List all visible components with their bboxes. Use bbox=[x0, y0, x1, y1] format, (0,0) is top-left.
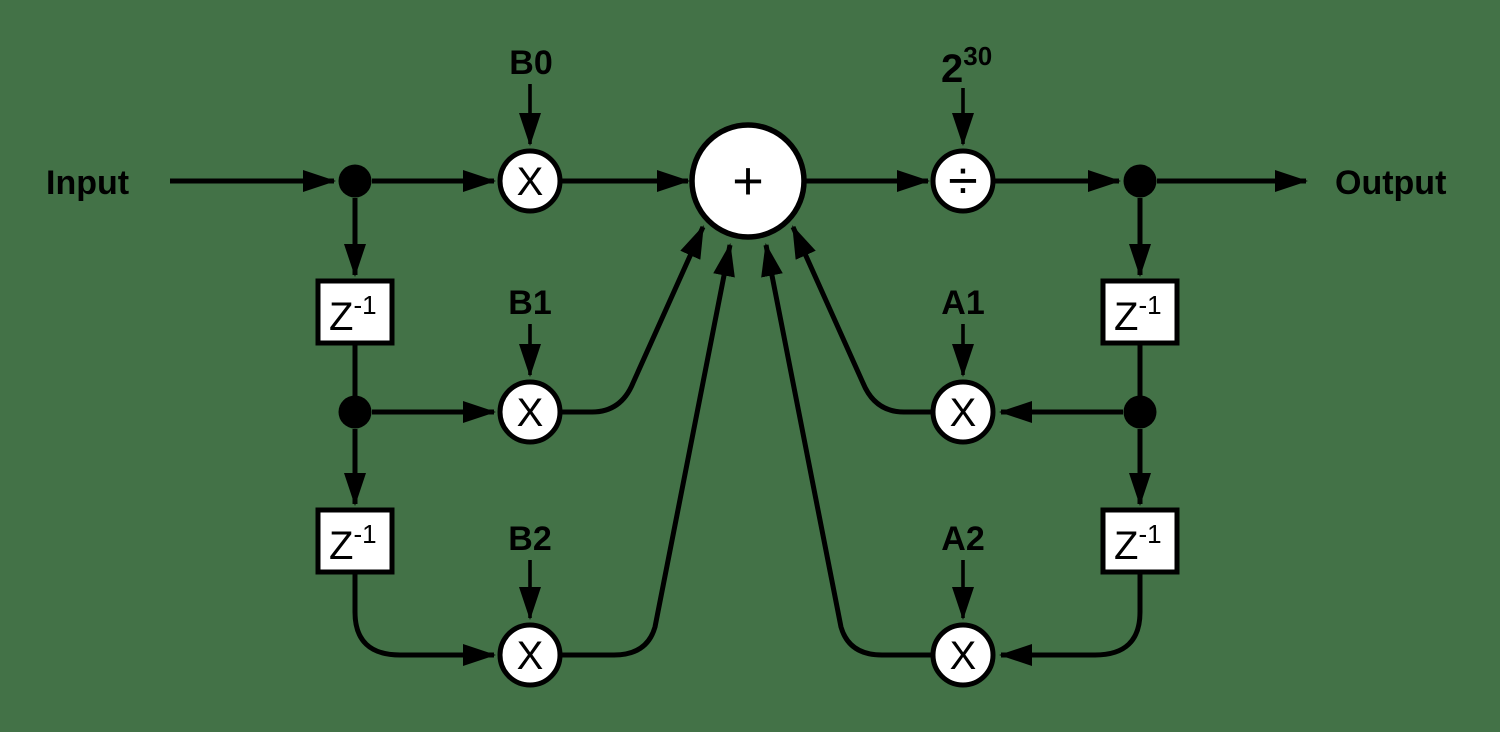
multiplier-b2-node bbox=[497, 622, 563, 688]
multiply-icon: X bbox=[517, 160, 544, 204]
arrow-b2-to-sum bbox=[562, 243, 735, 658]
delay-box-left-2: Z-1 bbox=[315, 507, 395, 575]
multiply-icon: X bbox=[950, 391, 977, 435]
plus-icon: + bbox=[732, 151, 764, 211]
coefficient-label-b2: B2 bbox=[508, 520, 551, 558]
delay-box-right-1: Z-1 bbox=[1100, 278, 1180, 346]
delay-base-label: Z bbox=[1114, 524, 1138, 568]
multiplier-a1-node bbox=[930, 379, 996, 445]
coefficient-label-b0: B0 bbox=[509, 44, 552, 82]
arrow-a2-to-sum bbox=[761, 243, 933, 658]
svg-text:Z-1: Z-1 bbox=[329, 290, 377, 339]
arrow-a1-to-sum bbox=[790, 225, 933, 415]
delay-box-left-1: Z-1 bbox=[315, 278, 395, 346]
delay-exponent-label: -1 bbox=[1138, 290, 1161, 320]
multiplier-a2-node bbox=[930, 622, 996, 688]
multiply-icon: X bbox=[517, 634, 544, 678]
delay-exponent-label: -1 bbox=[1138, 519, 1161, 549]
delay-box-right-2: Z-1 bbox=[1100, 507, 1180, 575]
junction-dot-input bbox=[338, 164, 372, 198]
junction-dot-output bbox=[1123, 164, 1157, 198]
multiply-icon: X bbox=[950, 634, 977, 678]
arrow-b1-to-sum bbox=[562, 225, 706, 415]
junction-dot-left-delay bbox=[338, 395, 372, 429]
scale-exponent-label: 30 bbox=[963, 41, 992, 71]
svg-text:Z-1: Z-1 bbox=[1114, 290, 1162, 339]
divide-icon: ÷ bbox=[948, 151, 978, 211]
sum-node bbox=[689, 122, 807, 240]
delay-base-label: Z bbox=[329, 524, 353, 568]
delay-base-label: Z bbox=[1114, 295, 1138, 339]
svg-text:Z-1: Z-1 bbox=[329, 519, 377, 568]
svg-text:Z-1: Z-1 bbox=[1114, 519, 1162, 568]
coefficient-label-b1: B1 bbox=[508, 284, 551, 322]
output-label: Output bbox=[1335, 164, 1446, 202]
junction-dot-right-delay bbox=[1123, 395, 1157, 429]
multiplier-b1-node bbox=[497, 379, 563, 445]
delay-exponent-label: -1 bbox=[353, 290, 376, 320]
input-label: Input bbox=[46, 164, 129, 202]
coefficient-label-a2: A2 bbox=[941, 520, 984, 558]
coefficient-label-a1: A1 bbox=[941, 284, 984, 322]
multiplier-b0-node bbox=[497, 148, 563, 214]
arrow-delay4-to-a2 bbox=[999, 572, 1143, 666]
arrow-delay2-to-b2 bbox=[352, 572, 496, 666]
delay-exponent-label: -1 bbox=[353, 519, 376, 549]
delay-base-label: Z bbox=[329, 295, 353, 339]
multiply-icon: X bbox=[517, 391, 544, 435]
divider-node bbox=[930, 148, 996, 214]
scale-base-label: 2 bbox=[941, 47, 963, 91]
scale-factor-label: 230 bbox=[941, 41, 992, 91]
